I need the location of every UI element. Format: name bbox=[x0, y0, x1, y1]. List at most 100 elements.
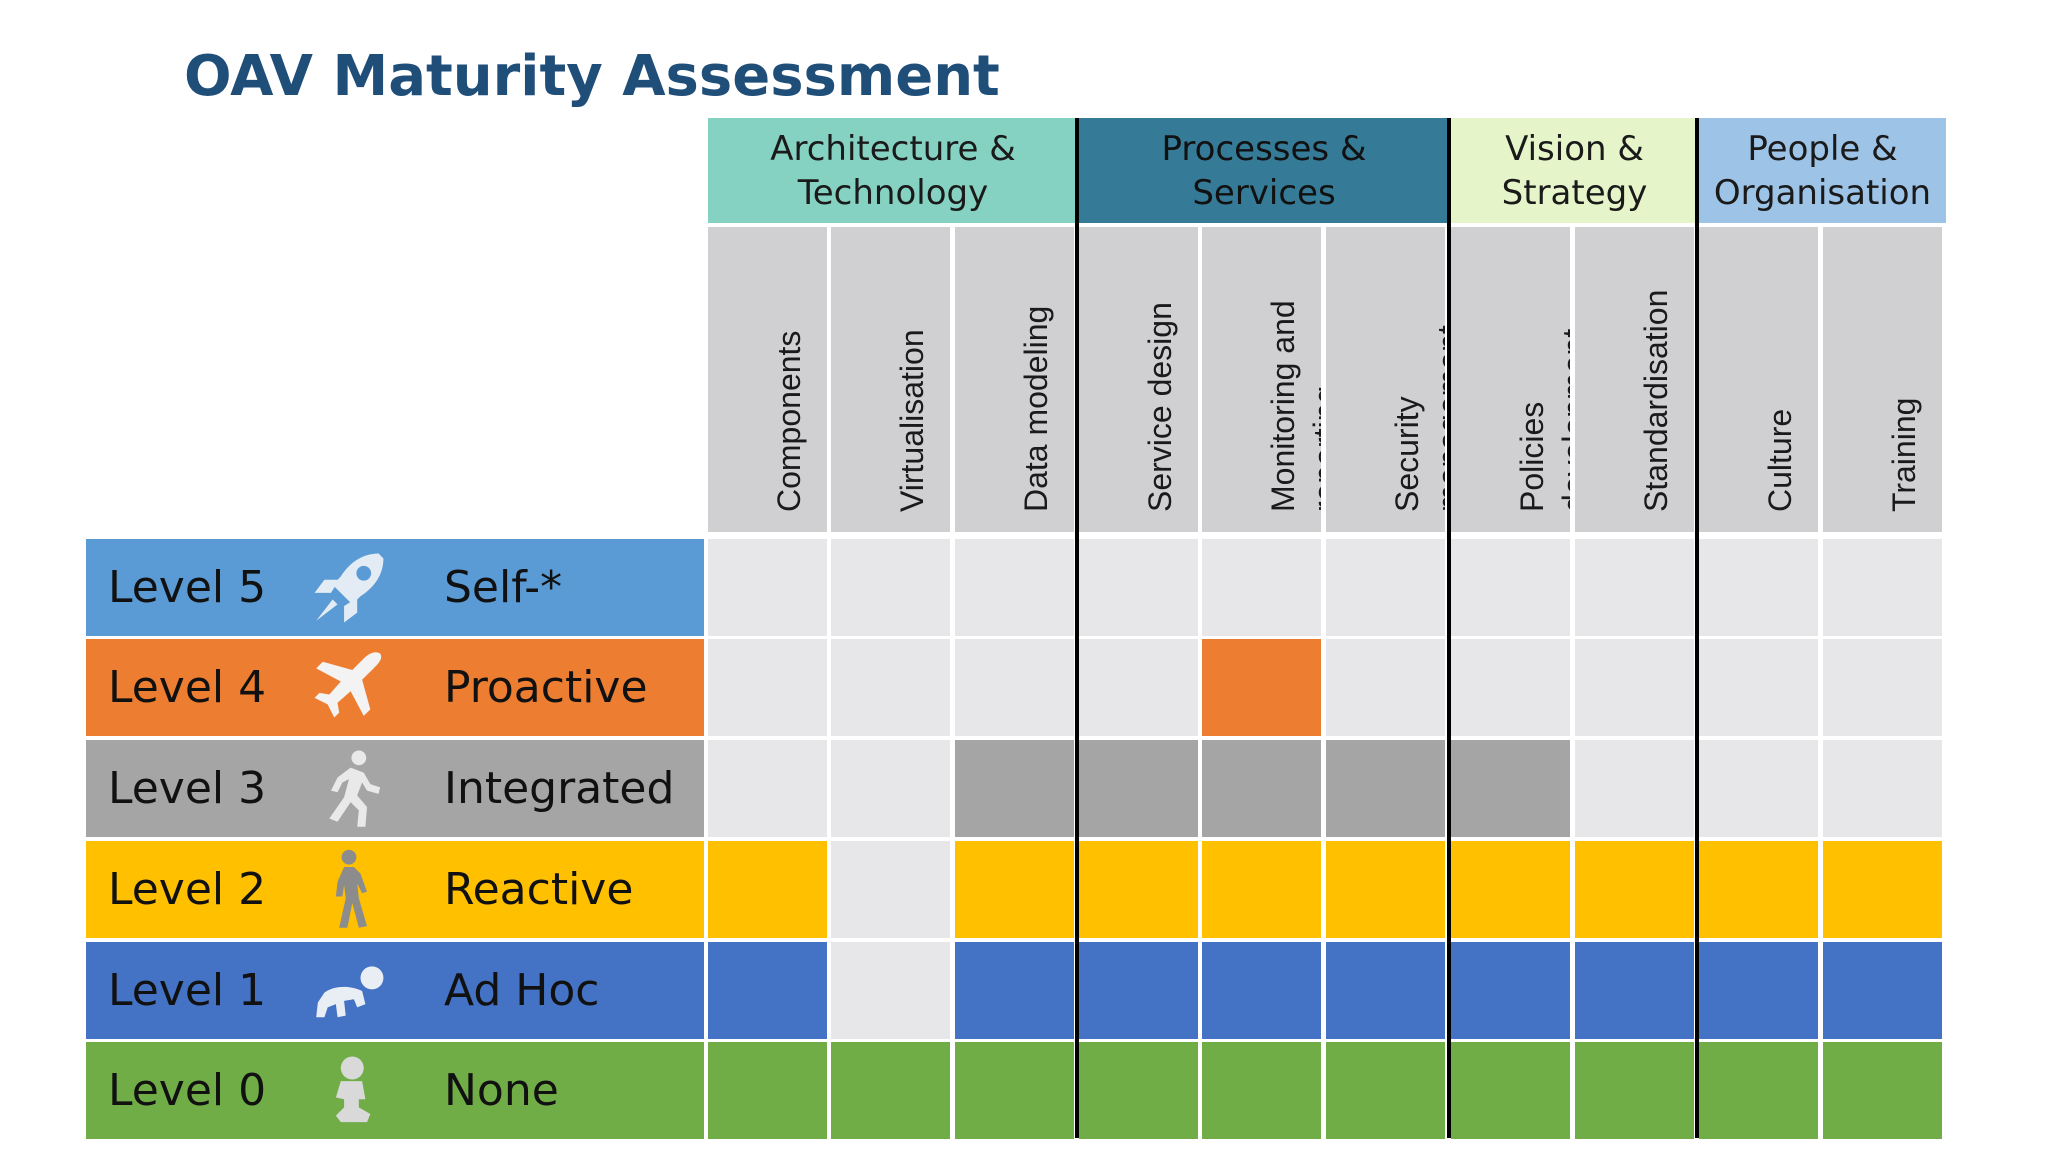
matrix-cell bbox=[1202, 841, 1321, 938]
matrix-cell bbox=[955, 1042, 1074, 1139]
matrix-cell bbox=[708, 1042, 827, 1139]
group-header-3: Vision & Strategy bbox=[1451, 118, 1698, 223]
walking-person-icon bbox=[308, 849, 426, 931]
matrix-cell bbox=[955, 942, 1074, 1039]
matrix-cell bbox=[1202, 942, 1321, 1039]
matrix-cell bbox=[708, 539, 827, 636]
group-header-1: Architecture & Technology bbox=[708, 118, 1078, 223]
crawling-baby-icon bbox=[308, 950, 426, 1032]
matrix-cell bbox=[1699, 942, 1818, 1039]
matrix-cell bbox=[1326, 942, 1445, 1039]
matrix-cell bbox=[1326, 539, 1445, 636]
group-header-label: Architecture & Technology bbox=[770, 128, 1016, 213]
level-number: Level 5 bbox=[108, 562, 267, 613]
level-number: Level 1 bbox=[108, 965, 267, 1016]
matrix-cell bbox=[955, 539, 1074, 636]
matrix-cell bbox=[1575, 539, 1694, 636]
level-name: Ad Hoc bbox=[444, 965, 600, 1016]
matrix-cell bbox=[1823, 740, 1942, 837]
column-header-2: Virtualisation bbox=[831, 227, 950, 532]
matrix-cell bbox=[831, 740, 950, 837]
group-header-2: Processes & Services bbox=[1079, 118, 1449, 223]
matrix-cell bbox=[1699, 740, 1818, 837]
matrix-cell bbox=[1575, 1042, 1694, 1139]
column-header-1: Components bbox=[708, 227, 827, 532]
matrix-cell bbox=[1823, 639, 1942, 736]
matrix-cell bbox=[1079, 841, 1198, 938]
matrix-cell bbox=[1699, 1042, 1818, 1139]
matrix-cell bbox=[1202, 639, 1321, 736]
level-number: Level 3 bbox=[108, 763, 267, 814]
level-row-level-5: Level 5 Self-* bbox=[86, 539, 704, 636]
column-header-8: Standardisation bbox=[1575, 227, 1694, 532]
matrix-cell bbox=[1079, 942, 1198, 1039]
airplane-icon bbox=[308, 647, 426, 729]
level-number: Level 0 bbox=[108, 1065, 267, 1116]
matrix-cell bbox=[1202, 740, 1321, 837]
group-header-label: People & Organisation bbox=[1713, 128, 1932, 213]
column-header-10: Training bbox=[1823, 227, 1942, 532]
column-header-4: Service design bbox=[1079, 227, 1198, 532]
column-header-9: Culture bbox=[1699, 227, 1818, 532]
matrix-cell bbox=[708, 639, 827, 736]
level-name: Integrated bbox=[444, 763, 675, 814]
matrix-cell bbox=[955, 639, 1074, 736]
level-row-level-1: Level 1 Ad Hoc bbox=[86, 942, 704, 1039]
group-header-label: Vision & Strategy bbox=[1501, 128, 1648, 213]
level-number: Level 4 bbox=[108, 662, 267, 713]
running-person-icon bbox=[308, 748, 426, 830]
matrix-cell bbox=[831, 942, 950, 1039]
group-header-label: Processes & Services bbox=[1161, 128, 1367, 213]
matrix-cell bbox=[1575, 841, 1694, 938]
level-row-level-3: Level 3 Integrated bbox=[86, 740, 704, 837]
matrix-cell bbox=[1326, 841, 1445, 938]
matrix-cell bbox=[1451, 740, 1570, 837]
level-number: Level 2 bbox=[108, 864, 267, 915]
group-divider-1 bbox=[1075, 118, 1079, 1138]
matrix-cell bbox=[955, 841, 1074, 938]
level-name: Self-* bbox=[444, 562, 563, 613]
matrix-cell bbox=[1202, 1042, 1321, 1139]
matrix-cell bbox=[1699, 539, 1818, 636]
matrix-cell bbox=[1451, 1042, 1570, 1139]
matrix-cell bbox=[708, 841, 827, 938]
matrix-cell bbox=[1451, 539, 1570, 636]
rocket-icon bbox=[308, 547, 426, 629]
matrix-cell bbox=[955, 740, 1074, 837]
matrix-cell bbox=[1079, 740, 1198, 837]
level-name: Reactive bbox=[444, 864, 634, 915]
group-header-4: People & Organisation bbox=[1699, 118, 1946, 223]
matrix-cell bbox=[831, 1042, 950, 1139]
matrix-cell bbox=[831, 841, 950, 938]
matrix-cell bbox=[1823, 841, 1942, 938]
matrix-cell bbox=[1202, 539, 1321, 636]
level-name: Proactive bbox=[444, 662, 648, 713]
group-divider-3 bbox=[1695, 118, 1699, 1138]
matrix-cell bbox=[1451, 639, 1570, 736]
matrix-cell bbox=[1326, 740, 1445, 837]
matrix-cell bbox=[1823, 942, 1942, 1039]
column-header-3: Data modeling bbox=[955, 227, 1074, 532]
matrix-cell bbox=[1575, 740, 1694, 837]
level-row-level-2: Level 2 Reactive bbox=[86, 841, 704, 938]
matrix-cell bbox=[831, 639, 950, 736]
sitting-baby-icon bbox=[308, 1050, 426, 1132]
matrix-cell bbox=[831, 539, 950, 636]
matrix-cell bbox=[1451, 942, 1570, 1039]
group-divider-2 bbox=[1447, 118, 1451, 1138]
matrix-cell bbox=[1326, 1042, 1445, 1139]
matrix-cell bbox=[1575, 942, 1694, 1039]
matrix-cell bbox=[1575, 639, 1694, 736]
matrix-cell bbox=[708, 942, 827, 1039]
matrix-cell bbox=[1699, 639, 1818, 736]
matrix-cell bbox=[1079, 1042, 1198, 1139]
level-row-level-4: Level 4 Proactive bbox=[86, 639, 704, 736]
matrix-cell bbox=[1079, 639, 1198, 736]
matrix-cell bbox=[1823, 1042, 1942, 1139]
matrix-cell bbox=[1326, 639, 1445, 736]
matrix-cell bbox=[708, 740, 827, 837]
